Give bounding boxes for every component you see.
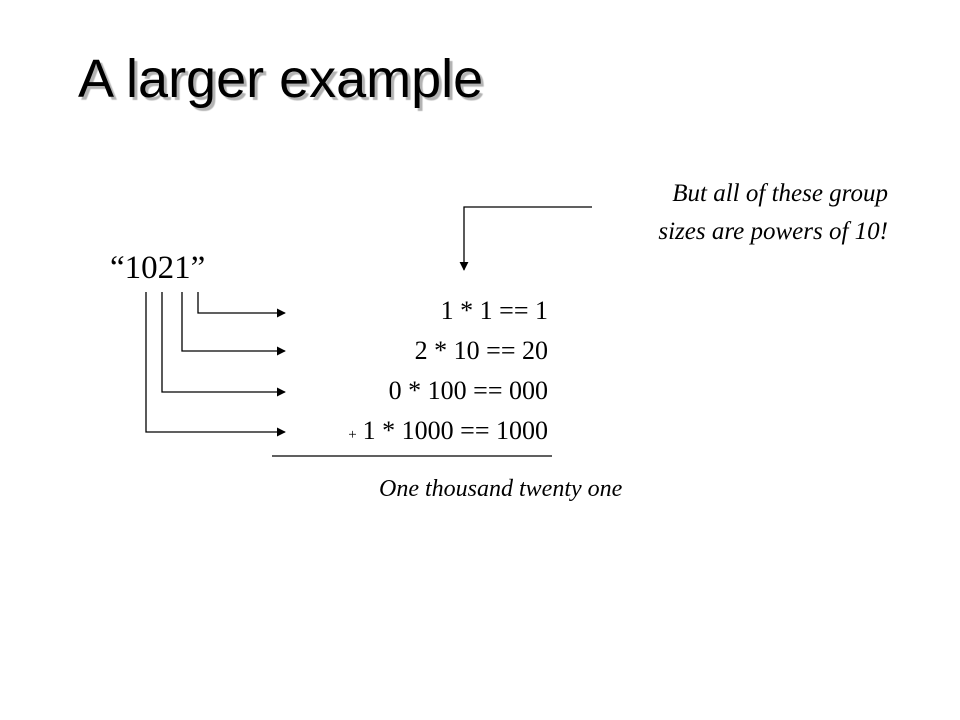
arrow-note bbox=[459, 206, 592, 271]
term-thousands-text: 1 * 1000 == 1000 bbox=[362, 416, 548, 445]
term-tens-text: 2 * 10 == 20 bbox=[414, 336, 548, 365]
arrow-thousands-digit bbox=[145, 292, 286, 437]
arrow-tens-digit bbox=[181, 292, 286, 356]
term-tens: 2 * 10 == 20 bbox=[415, 336, 548, 366]
plus-sign: + bbox=[348, 427, 357, 443]
result-text: One thousand twenty one bbox=[379, 476, 623, 502]
term-ones-text: 1 * 1 == 1 bbox=[440, 296, 548, 325]
slide-title: A larger example bbox=[78, 49, 484, 109]
term-ones: 1 * 1 == 1 bbox=[441, 296, 548, 326]
note-line-1: But all of these group bbox=[672, 180, 888, 207]
term-hundreds: 0 * 100 == 000 bbox=[389, 376, 548, 406]
note-line-2: sizes are powers of 10! bbox=[658, 218, 888, 245]
term-thousands: +1 * 1000 == 1000 bbox=[348, 416, 548, 446]
number-string: “1021” bbox=[110, 250, 206, 286]
arrow-ones-digit bbox=[197, 292, 286, 318]
term-hundreds-text: 0 * 100 == 000 bbox=[388, 376, 548, 405]
arrow-hundreds-digit bbox=[161, 292, 286, 397]
